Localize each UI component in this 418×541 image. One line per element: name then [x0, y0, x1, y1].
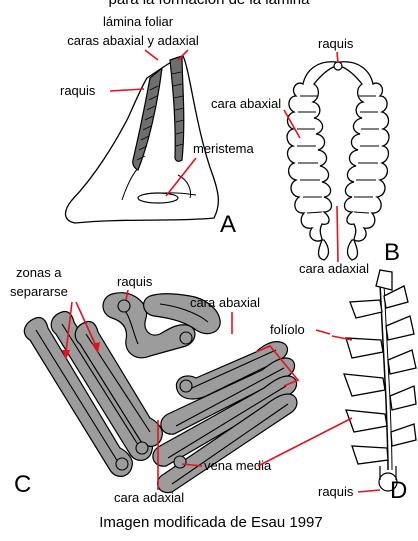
panel-c-label-vena-media: vena media [204, 458, 272, 473]
panel-b-letter: B [384, 239, 400, 266]
panel-c-node-3 [118, 300, 130, 312]
panel-c-label-raquis: raquis [117, 274, 153, 289]
panel-a: lámina foliar caras abaxial y adaxial ra… [60, 14, 254, 238]
panel-c-leader-foliolo [316, 330, 330, 334]
panel-b-label-cara-adaxial: cara adaxial [299, 261, 369, 276]
panel-c-label-cara-adaxial: cara adaxial [114, 490, 184, 505]
panel-c-node-4 [180, 332, 192, 344]
panel-c-node-2 [136, 442, 148, 454]
header-partial-text: para la formación de la lámina [109, 0, 311, 8]
panel-b-left-arm [287, 62, 336, 241]
panel-b-leader-cara-adaxial [337, 206, 338, 262]
panel-b-label-cara-abaxial: cara abaxial [211, 96, 281, 111]
panel-c-label-foliolo: folíolo [270, 322, 305, 337]
panel-b-right-stalk [348, 240, 358, 260]
panel-a-meristem-ring [138, 193, 178, 203]
panel-d-letter: D [390, 477, 407, 504]
panel-c-label-zonas-2: separarse [10, 284, 68, 299]
panel-c-label-zonas-1: zonas a [16, 265, 62, 280]
panel-c: zonas a separarse raquis cara abaxial fo… [10, 265, 330, 505]
panel-d-leaflet-top [376, 270, 392, 290]
panel-a-leader-raquis [110, 89, 144, 91]
panel-d-leaflets-right [384, 286, 416, 446]
panel-a-label-meristema: meristema [193, 141, 254, 156]
figure-caption: Imagen modificada de Esau 1997 [99, 514, 322, 531]
panel-c-label-cara-abaxial: cara abaxial [190, 295, 260, 310]
panel-a-leader-caras-left [145, 50, 158, 60]
panel-c-letter: C [14, 471, 31, 498]
panel-c-node-6 [174, 456, 186, 468]
panel-b-rachis-ring [334, 62, 342, 70]
panel-b-leader-raquis [337, 52, 338, 63]
panel-a-label-caras: caras abaxial y adaxial [67, 33, 199, 48]
panel-b-right-arm [340, 62, 389, 241]
panel-b-left-stalk [319, 240, 329, 260]
panel-a-label-lamina: lámina foliar [103, 14, 174, 29]
panel-b: raquis cara abaxial cara adaxial B [211, 36, 400, 276]
panel-c-node-5 [180, 380, 192, 392]
panel-a-label-raquis: raquis [60, 83, 96, 98]
panel-d-leader-raquis [358, 490, 380, 492]
panel-b-label-raquis: raquis [318, 36, 354, 51]
panel-a-letter: A [220, 211, 236, 238]
panel-d-label-raquis: raquis [318, 484, 354, 499]
panel-c-node-1 [116, 458, 128, 470]
